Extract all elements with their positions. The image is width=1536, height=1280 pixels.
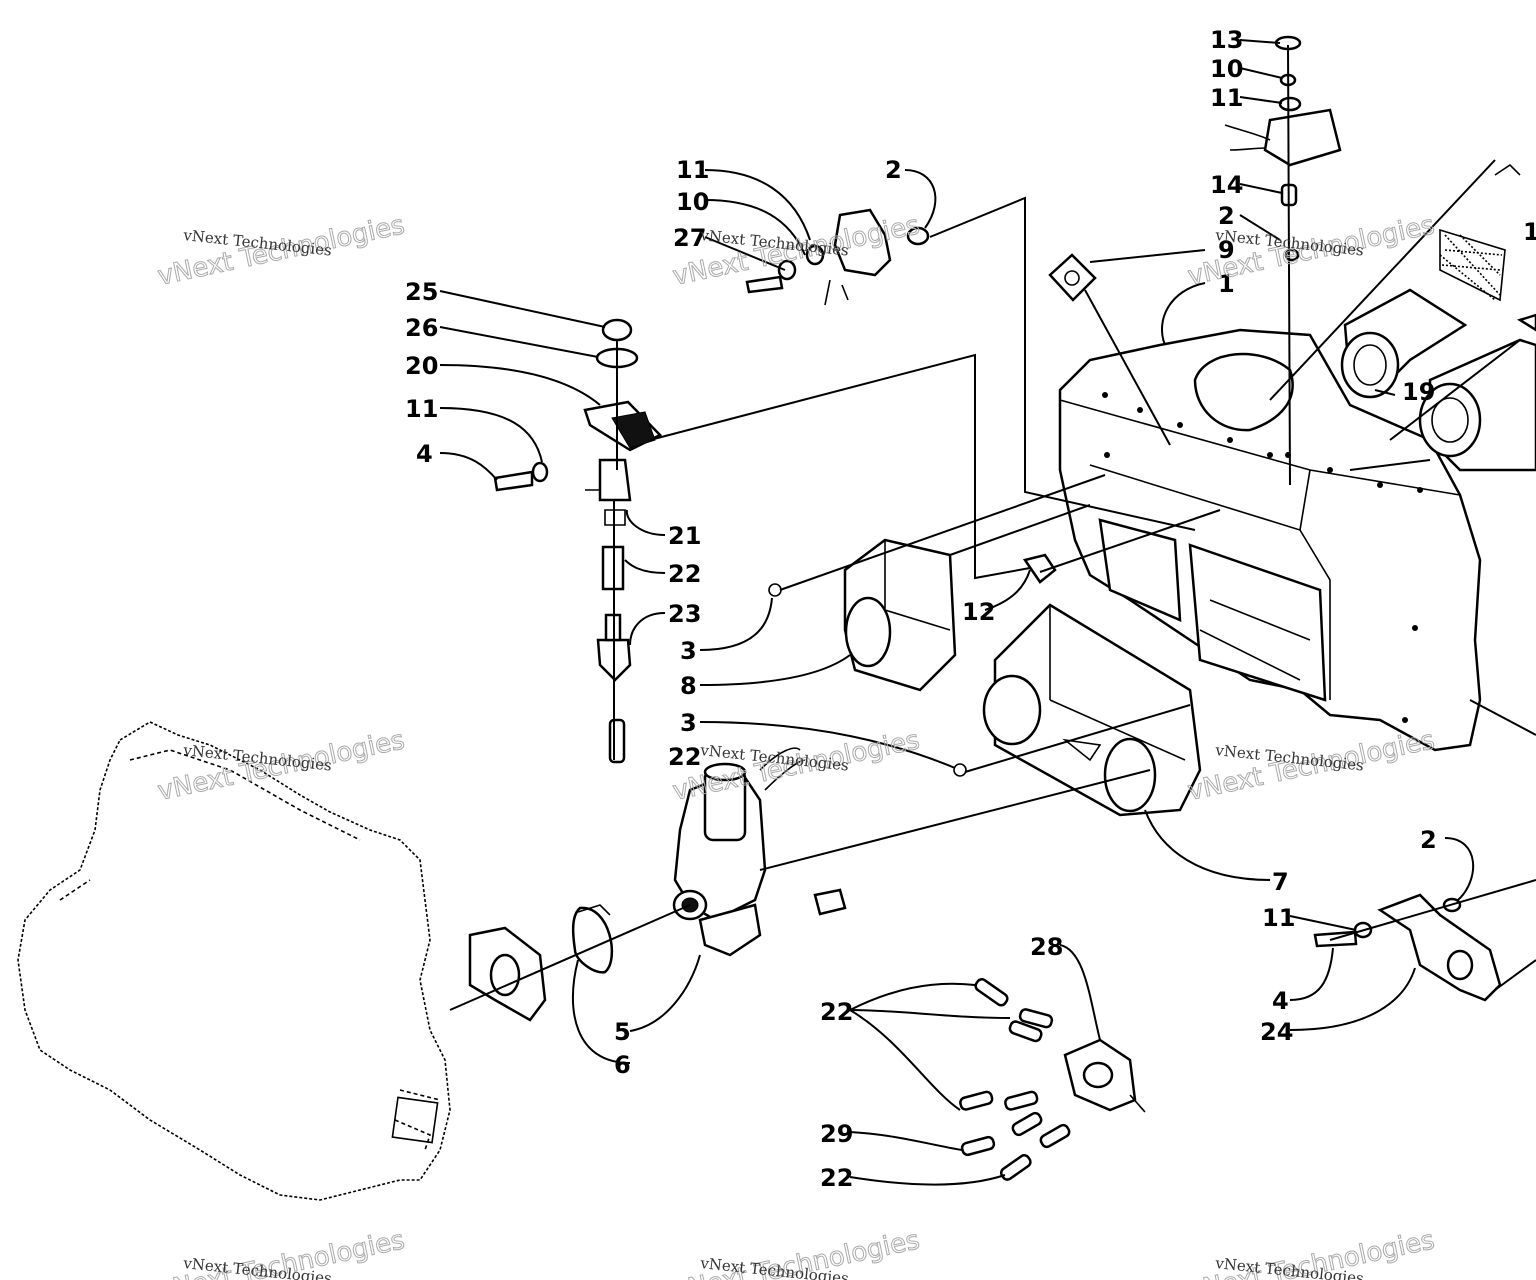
callout-label: 4 bbox=[1272, 987, 1289, 1015]
callout-label: 12 bbox=[962, 598, 995, 626]
callout-label: 11 bbox=[676, 156, 709, 184]
watermark: vNext Technologies vNext Technologies bbox=[1185, 1225, 1438, 1280]
callout-label: 9 bbox=[1218, 236, 1235, 264]
fuel-fitting-column bbox=[493, 318, 663, 764]
callout-label: 19 bbox=[1402, 378, 1435, 406]
callout-label: 29 bbox=[820, 1120, 853, 1148]
callout-label: 22 bbox=[820, 1164, 853, 1192]
fuel-lines bbox=[959, 978, 1071, 1181]
switch-assembly bbox=[745, 208, 930, 306]
adapter-7 bbox=[953, 603, 1202, 817]
callout-label: 13 bbox=[1210, 26, 1243, 54]
engine-outline bbox=[17, 721, 451, 1201]
watermark: vNext Technologies vNext Technologies bbox=[155, 210, 408, 293]
callout-label: 23 bbox=[668, 600, 701, 628]
callout-label: 1 bbox=[1523, 218, 1536, 246]
callout-label: 22 bbox=[820, 998, 853, 1026]
callout-label: 22 bbox=[668, 743, 701, 771]
watermark: vNext Technologies vNext Technologies bbox=[670, 1225, 923, 1280]
callout-label: 2 bbox=[1420, 826, 1437, 854]
watermark: vNext Technologies vNext Technologies bbox=[670, 725, 923, 808]
callout-label: 24 bbox=[1260, 1018, 1293, 1046]
callout-label: 28 bbox=[1030, 933, 1063, 961]
callout-label: 22 bbox=[668, 560, 701, 588]
assembly-lines bbox=[449, 44, 1536, 1011]
callout-label: 26 bbox=[405, 314, 438, 342]
fuel-pump-28 bbox=[1063, 1038, 1146, 1113]
adapter-8 bbox=[768, 538, 957, 692]
clamp-part bbox=[571, 904, 614, 974]
callout-label: 20 bbox=[405, 352, 438, 380]
callout-label: 21 bbox=[668, 522, 701, 550]
callout-label: 27 bbox=[673, 224, 706, 252]
callout-label: 11 bbox=[405, 395, 438, 423]
grommet-12 bbox=[1022, 553, 1057, 584]
callout-label: 7 bbox=[1272, 868, 1289, 896]
callout-label: 1 bbox=[1218, 270, 1235, 298]
callout-labels: 13 10 11 14 2 9 1 1 19 11 10 27 2 25 26 … bbox=[405, 26, 1536, 1192]
callout-label: 4 bbox=[416, 440, 433, 468]
watermark: vNext Technologies vNext Technologies bbox=[1185, 725, 1438, 808]
callout-label: 2 bbox=[1218, 202, 1235, 230]
callout-label: 10 bbox=[676, 188, 709, 216]
watermark: vNext Technologies vNext Technologies bbox=[155, 725, 408, 808]
callout-label: 11 bbox=[1262, 904, 1295, 932]
callout-label: 3 bbox=[680, 637, 697, 665]
callout-label: 5 bbox=[614, 1018, 631, 1046]
callout-label: 2 bbox=[885, 156, 902, 184]
callout-label: 25 bbox=[405, 278, 438, 306]
intake-flange bbox=[468, 926, 547, 1022]
carburetor-part bbox=[672, 747, 847, 957]
callout-label: 14 bbox=[1210, 171, 1243, 199]
intake-tubes bbox=[1340, 163, 1536, 472]
callout-label: 11 bbox=[1210, 84, 1243, 112]
callout-label: 3 bbox=[680, 709, 697, 737]
leader-lines bbox=[439, 39, 1475, 1186]
callout-label: 10 bbox=[1210, 55, 1243, 83]
callout-label: 8 bbox=[680, 672, 697, 700]
callout-label: 6 bbox=[614, 1051, 631, 1079]
decal-part bbox=[1048, 253, 1097, 302]
watermark: vNext Technologies vNext Technologies bbox=[155, 1225, 408, 1280]
